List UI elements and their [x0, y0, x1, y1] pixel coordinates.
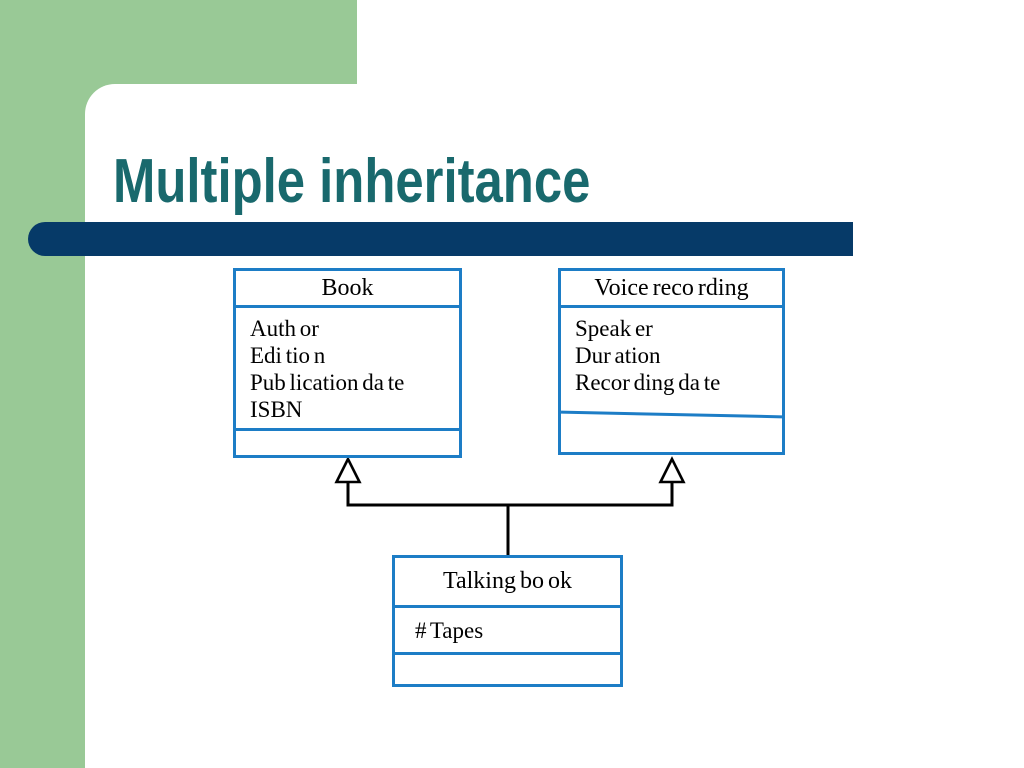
class-operations-book [236, 431, 459, 455]
class-attribute: Pub lication da te [250, 370, 405, 395]
class-attributes-voice-recording: Speak er Dur ation Recor ding da te [561, 308, 782, 414]
class-name-voice-recording: Voice reco rding [561, 271, 782, 308]
slide-title: Multiple inheritance [113, 147, 591, 216]
title-accent-bar [28, 222, 853, 256]
class-box-book: Book Auth or Edi tio n Pub lication da t… [233, 268, 462, 458]
class-attribute: ISBN [250, 397, 303, 422]
class-operations-talking-book [395, 655, 620, 684]
class-operations-voice-recording [561, 414, 782, 452]
class-box-voice-recording: Voice reco rding Speak er Dur ation Reco… [558, 268, 785, 455]
class-attribute: Edi tio n [250, 343, 326, 368]
green-left-sidebar [0, 0, 85, 768]
class-box-talking-book: Talking bo ok # Tapes [392, 555, 623, 687]
class-attributes-book: Auth or Edi tio n Pub lication da te ISB… [236, 308, 459, 431]
class-attribute: Auth or [250, 316, 319, 341]
class-name-book: Book [236, 271, 459, 308]
class-attribute: Dur ation [575, 343, 661, 368]
class-attribute: # Tapes [415, 617, 484, 643]
class-attributes-talking-book: # Tapes [395, 608, 620, 655]
class-attribute: Recor ding da te [575, 370, 721, 395]
class-name-talking-book: Talking bo ok [395, 558, 620, 608]
class-attribute: Speak er [575, 316, 653, 341]
